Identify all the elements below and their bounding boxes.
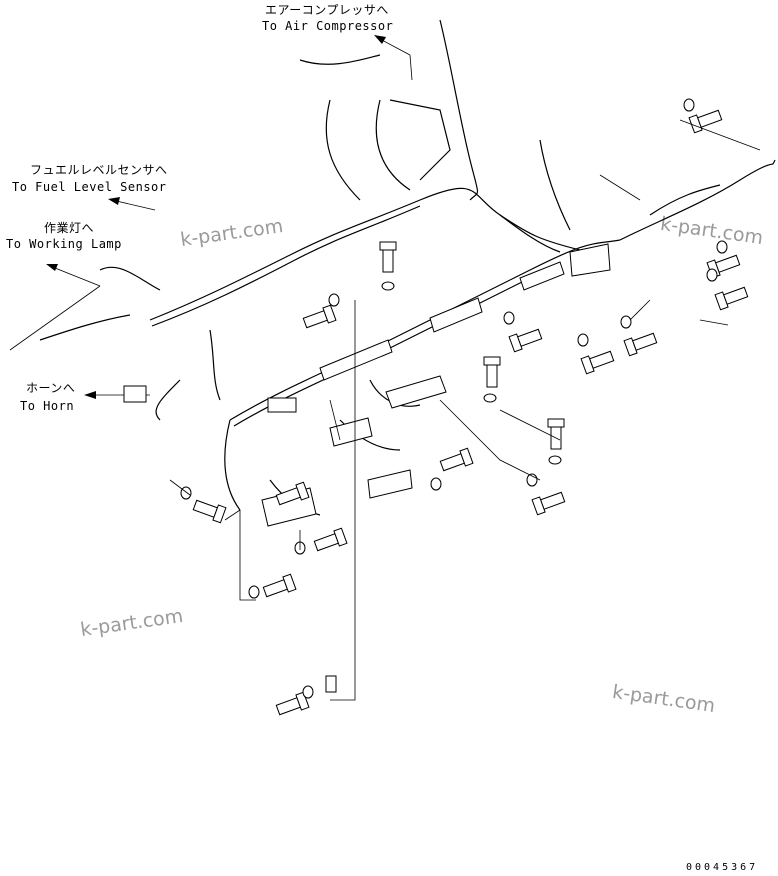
working-lamp-label-jp: 作業灯へ [44,221,95,235]
destination-arrows [9,35,413,399]
washers [180,98,728,699]
bolts [192,109,749,716]
working-lamp-label-en: To Working Lamp [6,237,122,251]
horn-label-jp: ホーンへ [26,381,76,395]
harness-covers [123,243,611,527]
fuel-sensor-label-en: To Fuel Level Sensor [12,180,167,194]
callout-leaders [169,119,761,701]
air-compressor-label-en: To Air Compressor [262,19,394,33]
horn-label-en: To Horn [20,399,75,413]
drawing-number: 00045367 [686,862,759,873]
main-harness [39,19,776,516]
air-compressor-label-jp: エアーコンプレッサへ [265,3,389,17]
fuel-sensor-label-jp: フュエルレベルセンサへ [30,163,168,177]
